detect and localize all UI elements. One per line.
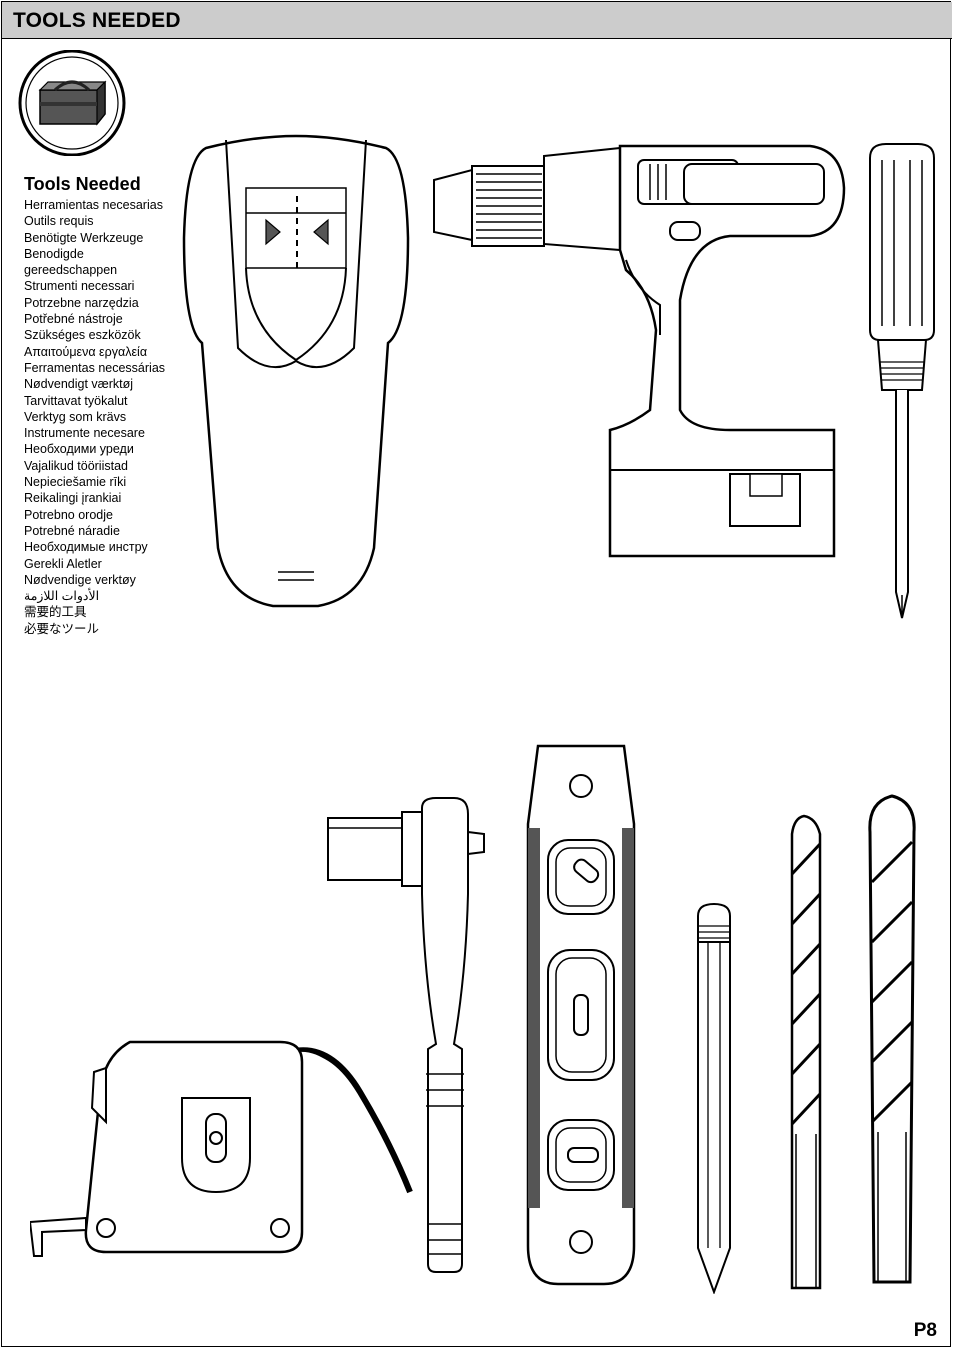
translation-item: Strumenti necessari [24,279,135,294]
translation-item: Nepieciešamie rīki [24,475,127,490]
translation-item: Απαιτούμενα εργαλεία [24,344,148,359]
translation-item: Tarvittavat työkalut [24,393,128,408]
translation-item: Benötigte Werkzeuge [24,230,144,245]
screwdriver-illustration [869,143,935,619]
translation-item: الأدوات اللازمة [24,589,100,604]
translation-item: 需要的工具 [24,605,87,620]
translation-item: Herramientas necesarias [24,198,163,212]
masonry-drill-bit-illustration [868,794,916,1284]
translation-item: Необходими уреди [24,442,134,457]
translation-item: Nødvendige verktøy [24,572,136,587]
translation-item: Potrzebne narzędzia [24,295,139,310]
torpedo-level-illustration [526,744,636,1286]
page-number: P8 [913,1320,937,1341]
stud-finder-illustration [182,134,410,608]
translation-item: Instrumente necesare [24,426,145,441]
translation-item: Benodigde gereedschappen [24,246,118,278]
tools-needed-heading: Tools Needed [24,174,141,194]
section-title: TOOLS NEEDED [13,9,181,32]
translation-item: Ferramentas necessárias [24,360,166,375]
translations-list: Herramientas necesarias Outils requis Be… [24,197,184,637]
translation-item: Potrebno orodje [24,507,113,522]
pencil-illustration [697,902,731,1294]
translation-item: Szükséges eszközök [24,328,141,343]
translation-item: Reikalingi įrankiai [24,491,122,506]
ratchet-wrench-illustration [327,797,485,1273]
section-header: TOOLS NEEDED [2,2,952,39]
translation-item: Gerekli Aletler [24,556,102,571]
translation-item: 必要なツール [24,621,100,636]
toolbox-icon [18,50,126,156]
translation-item: Необходимые инстру [24,540,148,555]
translation-item: Nødvendigt værktøj [24,377,134,392]
drill-bit-illustration [790,814,822,1290]
translation-item: Verktyg som krävs [24,409,127,424]
translation-item: Vajalikud tööriistad [24,458,128,473]
cordless-drill-illustration [433,144,846,558]
tape-measure-illustration [30,1040,413,1257]
translation-item: Potrebné náradie [24,523,120,538]
translation-item: Outils requis [24,214,94,229]
translation-item: Potřebné nástroje [24,312,123,327]
